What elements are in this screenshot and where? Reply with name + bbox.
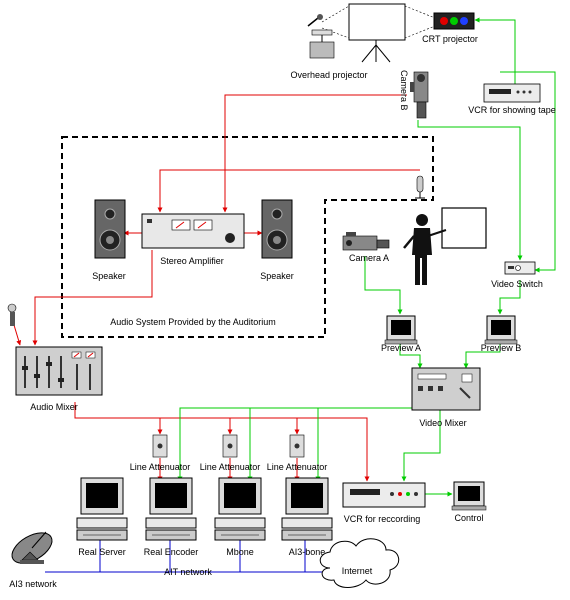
real-server-computer-icon [76, 477, 128, 541]
vcr-recording-icon [342, 482, 426, 508]
handheld-mic-icon [7, 303, 17, 326]
satellite-dish-icon [11, 531, 53, 564]
vcr-showing-label: VCR for showing tape [468, 105, 556, 115]
whiteboard-icon [441, 207, 487, 249]
video-switch-label: Video Switch [491, 279, 543, 289]
projection-screen [348, 3, 406, 63]
ai3-bone-computer-icon [281, 477, 333, 541]
video-switch-icon [504, 261, 536, 275]
speaker-left-icon [94, 199, 126, 259]
ait-network-label: AIT network [164, 567, 212, 577]
audio-mixer-icon [15, 346, 103, 396]
internet-label: Internet [341, 566, 373, 576]
stereo-amplifier-icon [141, 213, 245, 249]
internet-cloud-icon [319, 538, 400, 588]
preview-a-label: Preview A [380, 343, 422, 353]
audio-links [13, 94, 420, 482]
overhead-projector-label: Overhead projector [290, 70, 368, 80]
network-links [45, 540, 325, 573]
speaker-right-icon [261, 199, 293, 259]
stage-mic-icon [415, 175, 425, 199]
vcr-showing-icon [483, 83, 541, 103]
video-links [177, 17, 556, 497]
control-monitor-icon [451, 481, 487, 511]
line-attenuator-2-label: Line Attenuator [199, 462, 261, 472]
stereo-amplifier-label: Stereo Amplifier [160, 256, 224, 266]
projection-beams [321, 5, 441, 39]
audio-system-boundary [61, 136, 434, 338]
preview-b-monitor-icon [484, 315, 518, 345]
ai3-network-label: AI3 network [9, 579, 57, 589]
preview-a-monitor-icon [384, 315, 418, 345]
control-label: Control [454, 513, 484, 523]
real-server-label: Real Server [78, 547, 126, 557]
presenter-icon [403, 214, 447, 285]
ai3-bone-label: AI3-bone [288, 547, 326, 557]
audio-system-label: Audio System Provided by the Auditorium [110, 317, 276, 327]
audio-mixer-label: Audio Mixer [30, 402, 78, 412]
camera-a-label: Camera A [348, 253, 390, 263]
line-attenuator-1-icon [152, 434, 168, 458]
mbone-computer-icon [214, 477, 266, 541]
real-encoder-label: Real Encoder [143, 547, 199, 557]
line-attenuator-3-label: Line Attenuator [266, 462, 328, 472]
crt-projector-label: CRT projector [422, 34, 478, 44]
line-attenuator-3-icon [289, 434, 305, 458]
speaker-right-label: Speaker [260, 271, 294, 281]
camera-b-label: Camera B [399, 70, 409, 111]
crt-projector-icon [433, 12, 475, 30]
video-mixer-label: Video Mixer [419, 418, 467, 428]
speaker-left-label: Speaker [92, 271, 126, 281]
line-attenuator-1-label: Line Attenuator [129, 462, 191, 472]
line-attenuator-2-icon [222, 434, 238, 458]
real-encoder-computer-icon [145, 477, 197, 541]
camera-b-icon [410, 71, 429, 119]
mbone-label: Mbone [226, 547, 254, 557]
camera-a-icon [342, 232, 390, 251]
vcr-recording-label: VCR for reccording [343, 514, 421, 524]
video-mixer-icon [411, 367, 481, 411]
overhead-projector-icon [307, 14, 335, 59]
preview-b-label: Preview B [480, 343, 522, 353]
